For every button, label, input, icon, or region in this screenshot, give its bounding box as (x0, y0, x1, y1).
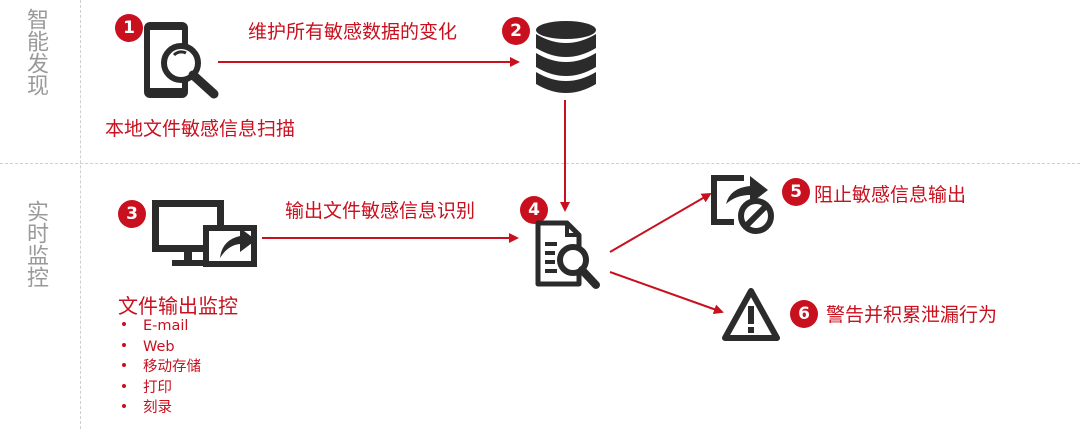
section-label-monitoring: 实时监控 (23, 200, 48, 288)
step-2-label: 维护所有敏感数据的变化 (248, 21, 458, 43)
document-search-icon (535, 220, 600, 289)
step-6-badge: 6 (790, 300, 818, 328)
step-6-label: 警告并积累泄漏行为 (826, 304, 998, 326)
channel-item: E-mail (122, 316, 201, 337)
step-5-label: 阻止敏感信息输出 (814, 184, 967, 206)
channel-item: Web (122, 337, 201, 358)
step-2-badge: 2 (502, 17, 530, 45)
step-3-badge: 3 (118, 200, 146, 228)
step-5-badge: 5 (782, 178, 810, 206)
step-1-badge: 1 (115, 14, 143, 42)
channel-item: 刻录 (122, 398, 201, 419)
section-label-discovery: 智能发现 (23, 8, 48, 96)
channel-list: E-mail Web 移动存储 打印 刻录 (122, 316, 201, 419)
step-3-label: 输出文件敏感信息识别 (285, 200, 476, 222)
horizontal-divider (0, 163, 1080, 164)
arrow-4-to-5 (609, 192, 712, 253)
step-1-label: 本地文件敏感信息扫描 (105, 118, 296, 140)
share-block-icon (711, 175, 774, 234)
monitor-export-icon (152, 200, 257, 267)
step-4-badge: 4 (520, 196, 548, 224)
channel-item: 移动存储 (122, 357, 201, 378)
channel-item: 打印 (122, 378, 201, 399)
phone-magnifier-icon (144, 22, 219, 99)
monitor-title: 文件输出监控 (118, 294, 238, 318)
database-icon (536, 21, 596, 93)
warning-icon (722, 288, 780, 341)
vertical-divider (80, 0, 81, 429)
arrow-4-to-6 (609, 271, 724, 315)
